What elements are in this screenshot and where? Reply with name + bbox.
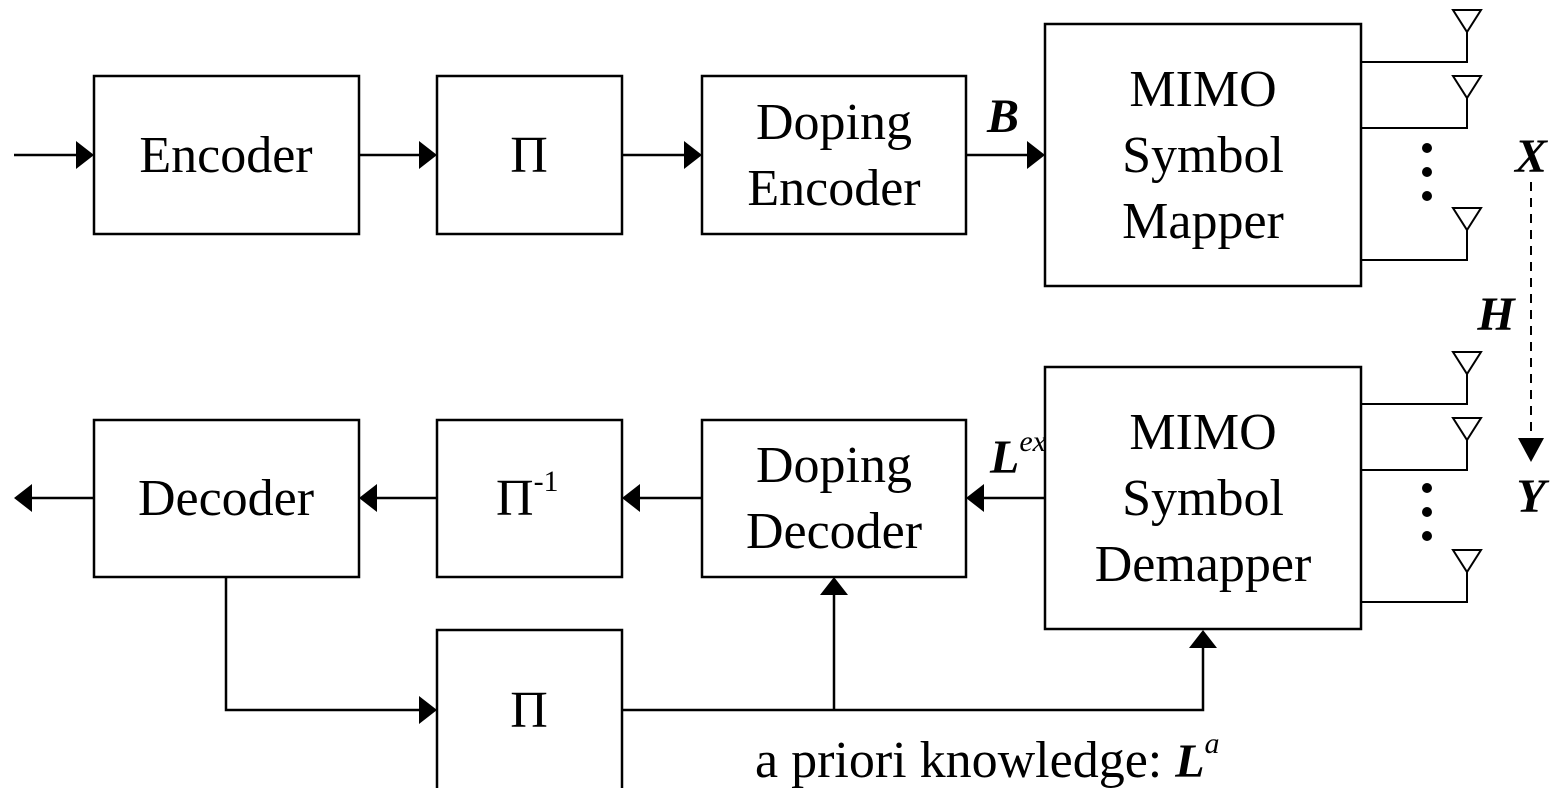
interleaver-top-block [435,74,624,236]
mimo-demapper-block [1043,365,1363,631]
doping-to-mapper-arrowhead [1027,141,1045,169]
rx-antenna-3 [1361,549,1483,603]
encoder-label: Encoder [139,127,312,184]
signal-B: B [986,90,1019,143]
a-priori-line [622,648,1205,712]
output-arrowhead [14,484,32,512]
interleaver-top-label: Π [510,127,548,184]
deinterleaver-to-decoder-arrowhead [359,484,377,512]
deinterleaver-label: Π-1 [496,465,559,527]
rx-antenna-2 [1361,417,1483,471]
deinterleaver-block [435,418,624,579]
a-priori-label: a priori knowledge: La [755,727,1220,788]
mimo-demapper-label-2: Symbol [1122,470,1284,527]
mimo-mapper-label-2: Symbol [1122,127,1284,184]
tx-ellipsis-dots [1422,143,1432,201]
encoder-to-interleaver-arrowhead [419,141,437,169]
demapper-to-doping-arrowhead [966,484,984,512]
decoder-label: Decoder [138,470,314,527]
a-priori-to-demapper-arrowhead [1189,630,1217,648]
doping-decoder-label-2: Decoder [746,503,922,560]
doping-to-deinterleaver-arrowhead [622,484,640,512]
tx-antenna-1 [1361,9,1483,63]
signal-Y: Y [1516,470,1549,523]
doping-decoder-label-1: Doping [756,437,912,494]
channel-arrowhead [1518,438,1544,462]
signal-X: X [1513,130,1548,183]
mimo-demapper-label-3: Demapper [1095,536,1312,593]
interleaver-to-doping-arrowhead [684,141,702,169]
tx-antenna-2 [1361,75,1483,129]
interleaver-bottom-block [435,628,624,788]
mimo-mapper-block [1043,22,1363,288]
rx-antenna-1 [1361,351,1483,405]
doping-encoder-block [700,74,968,236]
encoder-block [92,74,361,236]
interleaver-bottom-label: Π [510,682,548,739]
feedback-to-interleaver-arrowhead [419,696,437,724]
signal-L-ex: Lex [989,425,1047,484]
input-arrowhead [76,141,94,169]
decoder-feedback-line [224,577,421,712]
tx-antenna-3 [1361,207,1483,261]
a-priori-to-doping-arrowhead [820,577,848,595]
rx-ellipsis-dots [1422,483,1432,541]
doping-encoder-label-2: Encoder [747,160,920,217]
signal-H: H [1476,288,1516,341]
mimo-demapper-label-1: MIMO [1129,404,1276,461]
mimo-mapper-label-1: MIMO [1129,61,1276,118]
mimo-mapper-label-3: Mapper [1122,193,1284,250]
doping-encoder-label-1: Doping [756,94,912,151]
decoder-block [92,418,361,579]
